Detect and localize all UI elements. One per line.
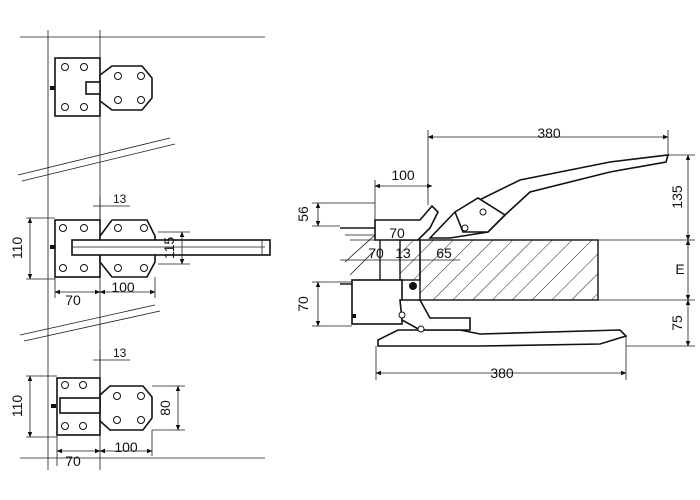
pin-marker xyxy=(50,86,55,90)
hole-icon xyxy=(79,422,87,430)
pin-marker xyxy=(50,245,55,249)
hole-icon xyxy=(137,416,145,424)
hinge-pin-bottom xyxy=(59,397,101,414)
hole-icon xyxy=(80,264,88,272)
frame-keeper xyxy=(351,279,403,325)
hole-icon xyxy=(140,264,148,272)
hole-icon xyxy=(114,72,122,80)
hole-icon xyxy=(61,422,69,430)
latch-middle: 110 13 115 70 100 xyxy=(9,192,271,308)
hinge-top xyxy=(50,57,153,117)
break-line-lower xyxy=(19,304,161,342)
dim-110-bottom: 110 xyxy=(9,395,25,418)
dim-380-top: 380 xyxy=(537,125,561,141)
hinge-pivot-icon xyxy=(461,224,469,232)
dim-100: 100 xyxy=(391,167,415,183)
hole-icon xyxy=(137,392,145,400)
hole-icon xyxy=(80,224,88,232)
pin-marker xyxy=(51,404,56,408)
hole-icon xyxy=(61,103,69,111)
hinge-pivot-icon xyxy=(417,325,425,333)
dim-13-bottom: 13 xyxy=(113,346,127,360)
hole-icon xyxy=(137,96,145,104)
hinge-bottom: 13 110 80 70 100 xyxy=(9,346,185,469)
hole-icon xyxy=(61,63,69,71)
hole-icon xyxy=(140,224,148,232)
hinge-wing-bottom xyxy=(99,385,153,431)
dim-100-bottom: 100 xyxy=(114,439,138,455)
hole-icon xyxy=(114,264,122,272)
hole-icon xyxy=(79,381,87,389)
pin-marker xyxy=(352,314,356,318)
hinge-pivot-icon xyxy=(479,208,487,216)
hole-icon xyxy=(59,264,67,272)
dim-65: 65 xyxy=(436,245,452,261)
dim-80-bottom: 80 xyxy=(157,400,173,416)
right-section-view: 380 100 56 135 70 70 13 65 E 70 75 xyxy=(295,125,695,381)
lower-bracket xyxy=(399,299,471,331)
dim-70-mid: 70 xyxy=(65,292,81,308)
hole-icon xyxy=(113,416,121,424)
latch-roller-icon xyxy=(409,282,417,290)
hole-icon xyxy=(114,96,122,104)
dim-380-bottom: 380 xyxy=(490,365,514,381)
hinge-pin-top xyxy=(85,81,101,95)
hinge-pivot-icon xyxy=(398,311,406,319)
hole-icon xyxy=(61,381,69,389)
hole-icon xyxy=(113,392,121,400)
hole-icon xyxy=(114,224,122,232)
door-section xyxy=(419,239,599,301)
dim-110-mid: 110 xyxy=(9,237,25,260)
dim-13-mid: 13 xyxy=(113,192,127,206)
hole-icon xyxy=(80,103,88,111)
hole-icon xyxy=(80,63,88,71)
hinge-wing-top xyxy=(99,65,153,111)
hole-icon xyxy=(137,72,145,80)
dim-100-mid: 100 xyxy=(111,279,135,295)
dim-70-bottom: 70 xyxy=(65,453,81,469)
dim-70-b: 70 xyxy=(368,245,384,261)
dim-135: 135 xyxy=(669,185,685,209)
upper-keeper xyxy=(374,204,439,241)
dim-75: 75 xyxy=(669,315,685,331)
hole-icon xyxy=(59,224,67,232)
left-front-views: 110 13 115 70 100 xyxy=(9,30,271,470)
lower-handle xyxy=(377,329,628,347)
dim-56: 56 xyxy=(295,206,311,222)
dim-70-vertical: 70 xyxy=(295,296,311,312)
dim-115-mid: 115 xyxy=(161,237,177,260)
dim-13: 13 xyxy=(395,245,411,261)
latch-handle-bar xyxy=(71,239,271,256)
dim-70-a: 70 xyxy=(389,225,405,241)
break-line-upper xyxy=(17,137,176,182)
dim-E: E xyxy=(675,261,684,277)
